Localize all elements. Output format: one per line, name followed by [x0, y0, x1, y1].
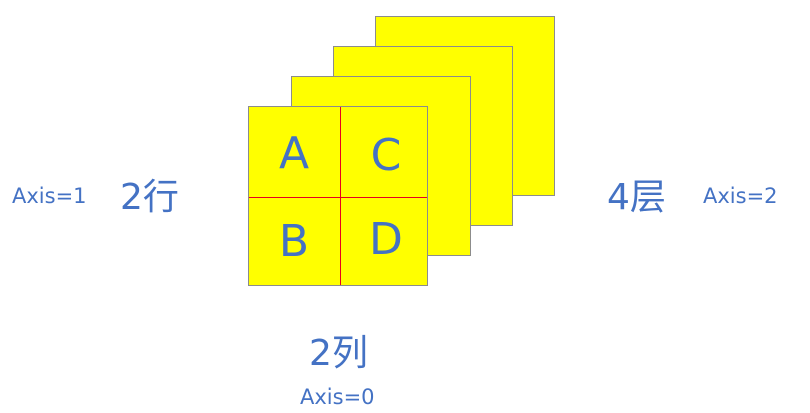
rows-axis-label: Axis=1 [12, 184, 87, 208]
cell-a: A [278, 128, 310, 179]
layer-1-front: A C B D [248, 106, 428, 286]
columns-axis-label: Axis=0 [300, 385, 375, 409]
cell-c: C [370, 130, 402, 181]
column-divider [340, 107, 341, 285]
row-divider [249, 197, 427, 198]
layers-axis-label: Axis=2 [703, 184, 778, 208]
columns-label: 2列 [309, 333, 368, 374]
layers-label: 4层 [607, 177, 666, 218]
rows-label: 2行 [120, 177, 179, 218]
cell-d: D [369, 214, 403, 265]
cell-b: B [278, 216, 310, 267]
